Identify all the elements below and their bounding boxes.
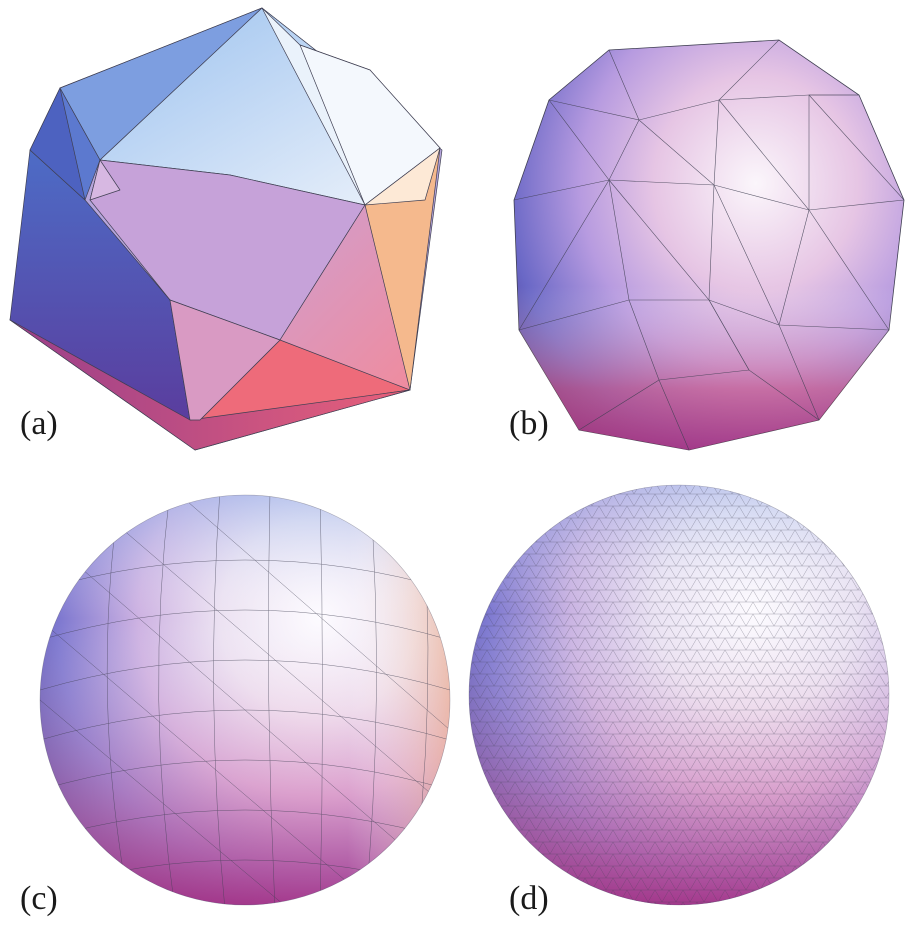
- panel-d-mesh: [469, 485, 889, 905]
- panel-d: (d): [459, 470, 917, 933]
- panel-b-mesh: [513, 39, 905, 451]
- panel-a-polyhedron: [9, 7, 443, 451]
- panel-c-sphere: [39, 494, 451, 906]
- panel-c-mesh: [40, 495, 450, 905]
- panel-d-label: (d): [509, 880, 549, 917]
- panel-c: (c): [0, 470, 458, 933]
- panel-a: (a): [0, 0, 458, 460]
- panel-c-label: (c): [20, 880, 58, 917]
- panel-b: (b): [459, 0, 917, 460]
- panel-b-label: (b): [509, 405, 549, 442]
- panel-d-sphere: [468, 484, 890, 906]
- panel-b-polyhedron: [513, 39, 905, 451]
- panel-a-label: (a): [20, 405, 58, 442]
